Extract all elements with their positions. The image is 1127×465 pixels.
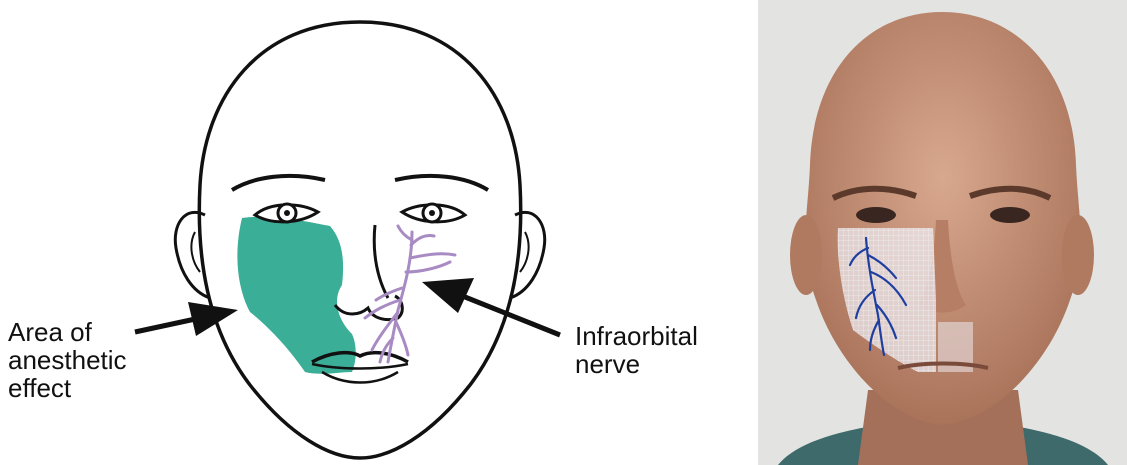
area-label: Area of anesthetic effect xyxy=(8,318,198,402)
right-pupil xyxy=(429,210,435,216)
photo-right-eye xyxy=(990,207,1030,223)
nerve-label-line2: nerve xyxy=(575,350,735,378)
nerve-label: Infraorbital nerve xyxy=(575,322,735,378)
nose-bridge xyxy=(374,225,388,298)
photo-left-ear xyxy=(790,215,822,295)
area-label-line3: effect xyxy=(8,374,198,402)
area-label-line2: anesthetic xyxy=(8,346,198,374)
arrow-left-icon xyxy=(422,278,560,335)
photo-left-eye xyxy=(856,207,896,223)
nerve-label-line1: Infraorbital xyxy=(575,322,735,350)
anesthetic-area xyxy=(237,217,355,374)
mouth-lower-lip xyxy=(322,372,398,383)
patient-photo xyxy=(758,0,1127,465)
left-eyebrow xyxy=(232,176,325,190)
left-pupil xyxy=(284,210,290,216)
right-eyebrow xyxy=(395,176,488,190)
area-label-line1: Area of xyxy=(8,318,198,346)
photo-right-ear xyxy=(1062,215,1094,295)
